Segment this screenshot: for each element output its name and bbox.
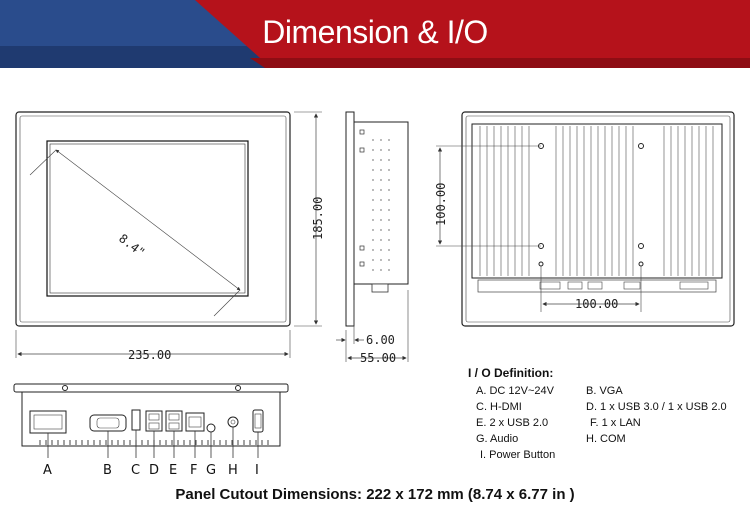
port-letter-d: D xyxy=(149,463,159,478)
page-title: Dimension & I/O xyxy=(262,14,488,50)
front-width-label: 235.00 xyxy=(128,348,171,362)
io-definition-title: I / O Definition: xyxy=(468,366,554,380)
port-letter-a: A xyxy=(43,463,52,478)
bottom-view: A B C D E F G H I xyxy=(13,383,289,478)
port-h-com xyxy=(227,416,239,428)
io-item-g: G. Audio xyxy=(476,433,519,445)
io-item-d: D. 1 x USB 3.0 / 1 x USB 2.0 xyxy=(586,401,727,413)
port-c-hdmi xyxy=(131,409,141,431)
port-f-lan xyxy=(185,412,205,432)
rear-view: 100.00 100.00 xyxy=(434,111,735,327)
port-letter-g: G xyxy=(206,463,216,478)
port-letter-h: H xyxy=(228,463,238,478)
port-letter-f: F xyxy=(190,463,197,478)
port-letter-i: I xyxy=(255,463,259,478)
cutout-dimensions: Panel Cutout Dimensions: 222 x 172 mm (8… xyxy=(175,486,575,503)
depth-label: 55.00 xyxy=(360,351,396,365)
vesa-horizontal-label: 100.00 xyxy=(575,297,618,311)
front-height-label: 185.00 xyxy=(311,197,325,240)
banner-shape xyxy=(0,0,750,68)
port-b-vga xyxy=(89,414,127,432)
port-letter-c: C xyxy=(131,463,140,478)
io-item-i: I. Power Button xyxy=(480,449,556,461)
banner-red-band xyxy=(195,0,750,58)
header-banner: Dimension & I/O xyxy=(0,0,750,70)
port-letter-b: B xyxy=(103,463,112,478)
side-view: 6.00 55.00 xyxy=(336,111,409,365)
port-a-dc-jack xyxy=(29,410,67,434)
port-letter-e: E xyxy=(169,463,177,478)
banner-red-shadow xyxy=(250,58,750,68)
port-g-audio xyxy=(206,423,216,433)
bezel-thickness-label: 6.00 xyxy=(366,333,395,347)
io-item-e: E. 2 x USB 2.0 xyxy=(476,417,549,429)
io-item-c: C. H-DMI xyxy=(476,401,522,413)
side-bezel xyxy=(345,111,355,327)
io-item-b: B. VGA xyxy=(586,385,623,397)
io-item-h: H. COM xyxy=(586,433,626,445)
front-view: 8.4" 235.00 185.00 xyxy=(15,111,325,362)
heatsink-fins xyxy=(479,126,714,276)
io-item-f: F. 1 x LAN xyxy=(590,417,641,429)
front-screen xyxy=(46,140,249,297)
banner-blue-shadow xyxy=(0,46,330,68)
port-i-power-button xyxy=(252,409,264,433)
io-item-a: A. DC 12V~24V xyxy=(476,385,554,397)
vesa-vertical-label: 100.00 xyxy=(434,183,448,226)
rear-heatsink xyxy=(471,123,723,279)
